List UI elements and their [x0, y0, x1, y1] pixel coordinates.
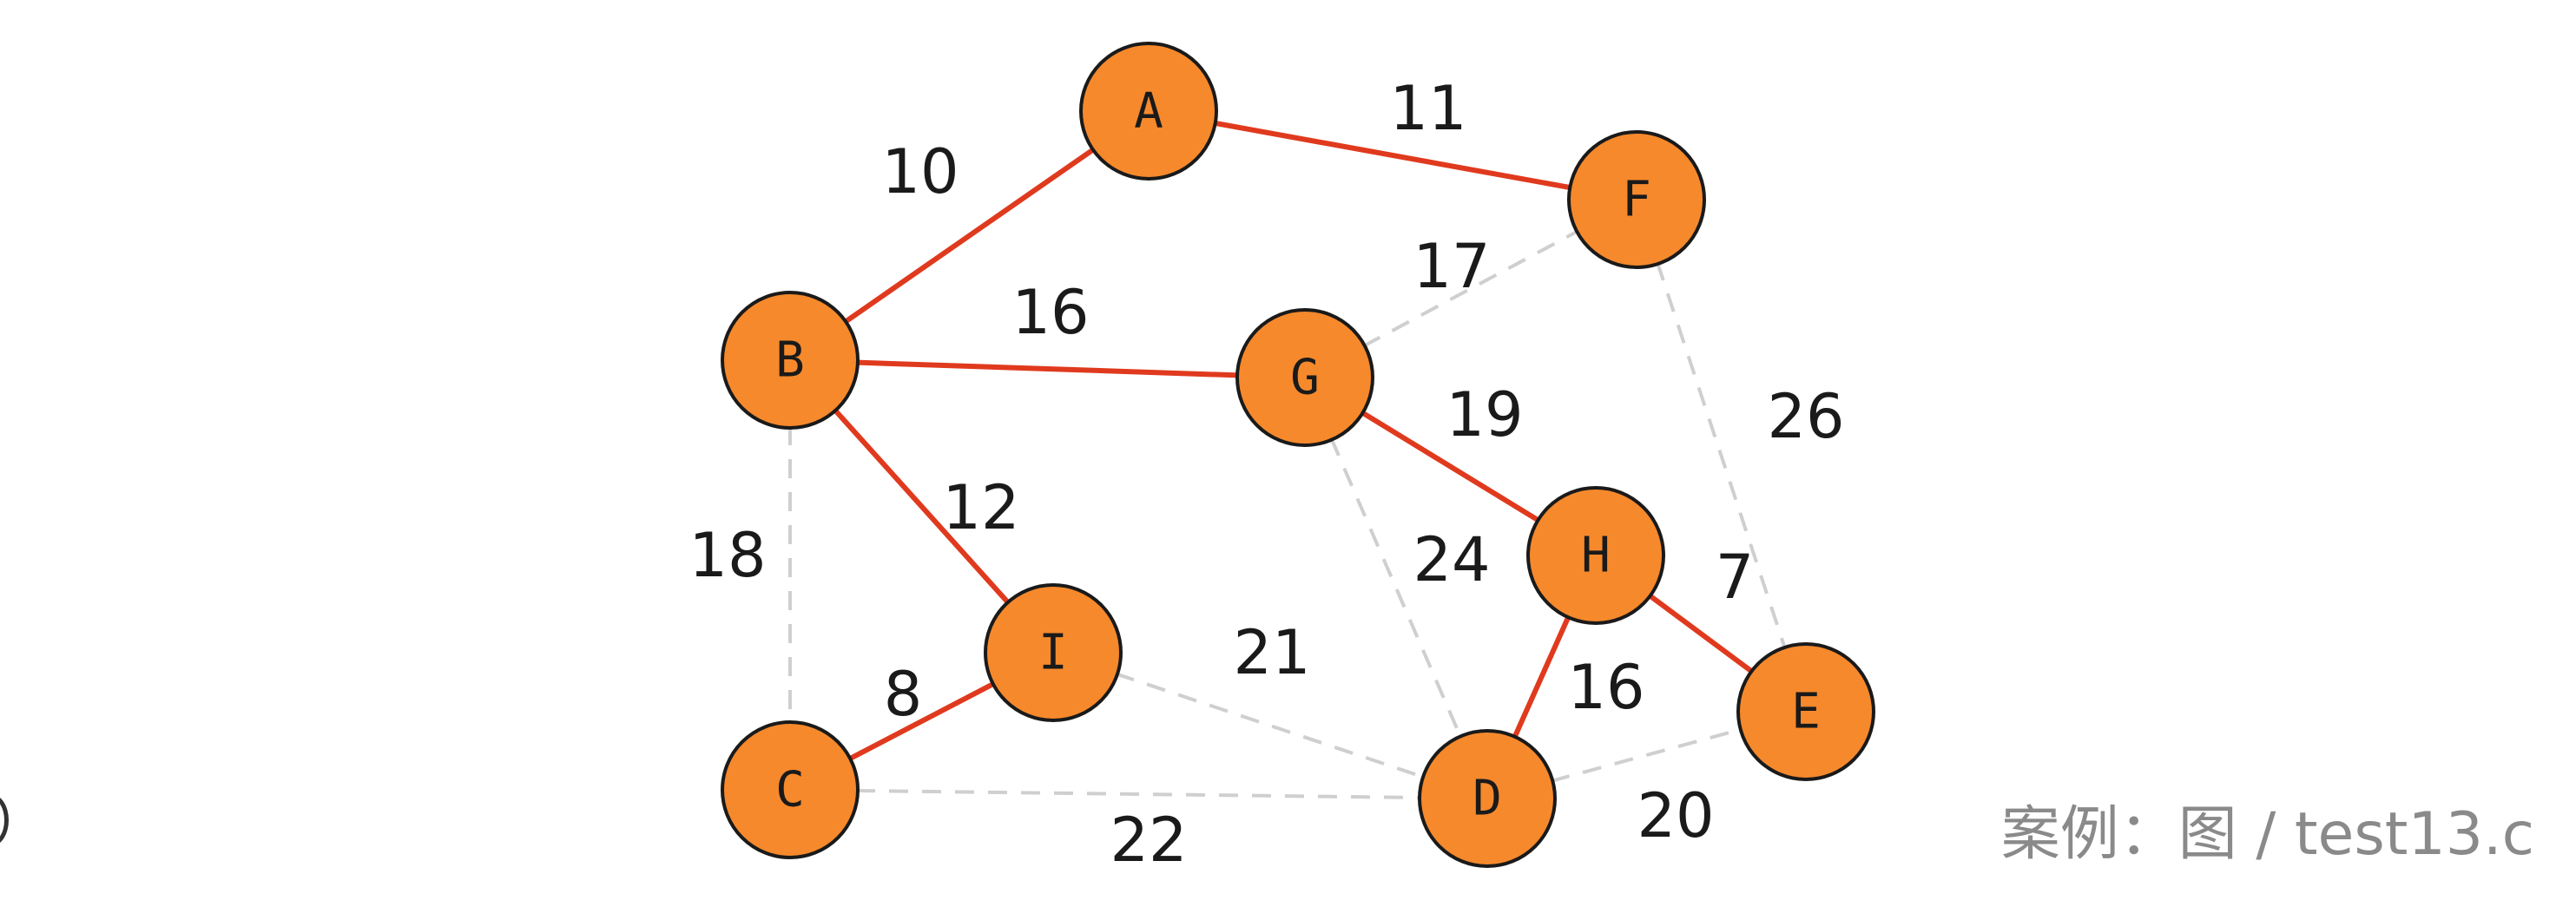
nodes-layer: A F B G H I E C D	[721, 42, 1875, 868]
node-label: B	[775, 332, 805, 389]
node-label: I	[1038, 625, 1068, 681]
edge-i-d	[1052, 651, 1488, 800]
node-c: C	[721, 720, 860, 859]
edge-weight-d-e: 20	[1637, 780, 1714, 851]
edge-weight-h-e: 7	[1716, 542, 1755, 613]
node-label: C	[775, 762, 805, 818]
edge-weight-b-a: 10	[881, 136, 959, 207]
edge-f-e	[1635, 199, 1808, 713]
caption: 案例：图 / test13.c	[2000, 800, 2534, 869]
edge-weight-a-f: 11	[1389, 73, 1466, 144]
node-g: G	[1235, 308, 1374, 447]
edge-weight-b-g: 16	[1011, 277, 1089, 348]
node-i: I	[984, 583, 1123, 722]
node-label: D	[1472, 771, 1502, 827]
edge-weight-c-i: 8	[884, 659, 923, 730]
weights-layer: 11 10 16 17 26 19 12 18 24 7 21 16 8 20 22	[688, 73, 1844, 876]
edge-a-f	[1146, 108, 1639, 202]
node-circle	[721, 720, 860, 859]
edge-c-d	[789, 788, 1488, 800]
node-circle	[984, 583, 1123, 722]
node-circle	[721, 291, 860, 430]
node-a: A	[1079, 42, 1218, 181]
edge-weight-h-d: 16	[1567, 652, 1644, 723]
node-label: H	[1581, 528, 1611, 584]
node-b: B	[721, 291, 860, 430]
edge-weight-g-h: 19	[1446, 379, 1523, 450]
edge-weight-b-i: 12	[942, 472, 1019, 543]
node-label: G	[1290, 350, 1320, 406]
edge-g-d	[1303, 377, 1489, 799]
node-label: E	[1791, 684, 1821, 740]
node-circle	[1567, 130, 1706, 269]
edge-weight-f-e: 26	[1767, 381, 1844, 452]
edge-weight-g-f: 17	[1413, 231, 1490, 302]
edge-weight-b-c: 18	[688, 520, 766, 591]
edge-b-a	[787, 108, 1151, 363]
edge-weight-c-d: 22	[1110, 805, 1187, 876]
node-circle	[1526, 486, 1665, 625]
node-circle	[1235, 308, 1374, 447]
node-label: A	[1134, 83, 1163, 140]
node-e: E	[1736, 642, 1875, 781]
edge-weight-i-d: 21	[1233, 617, 1310, 688]
node-circle	[1418, 729, 1557, 868]
node-circle	[1079, 42, 1218, 181]
edge-weight-g-d: 24	[1413, 524, 1490, 595]
node-h: H	[1526, 486, 1665, 625]
node-circle	[1736, 642, 1875, 781]
node-d: D	[1418, 729, 1557, 868]
edge-b-g	[787, 358, 1308, 380]
node-label: F	[1622, 172, 1651, 228]
node-f: F	[1567, 130, 1706, 269]
